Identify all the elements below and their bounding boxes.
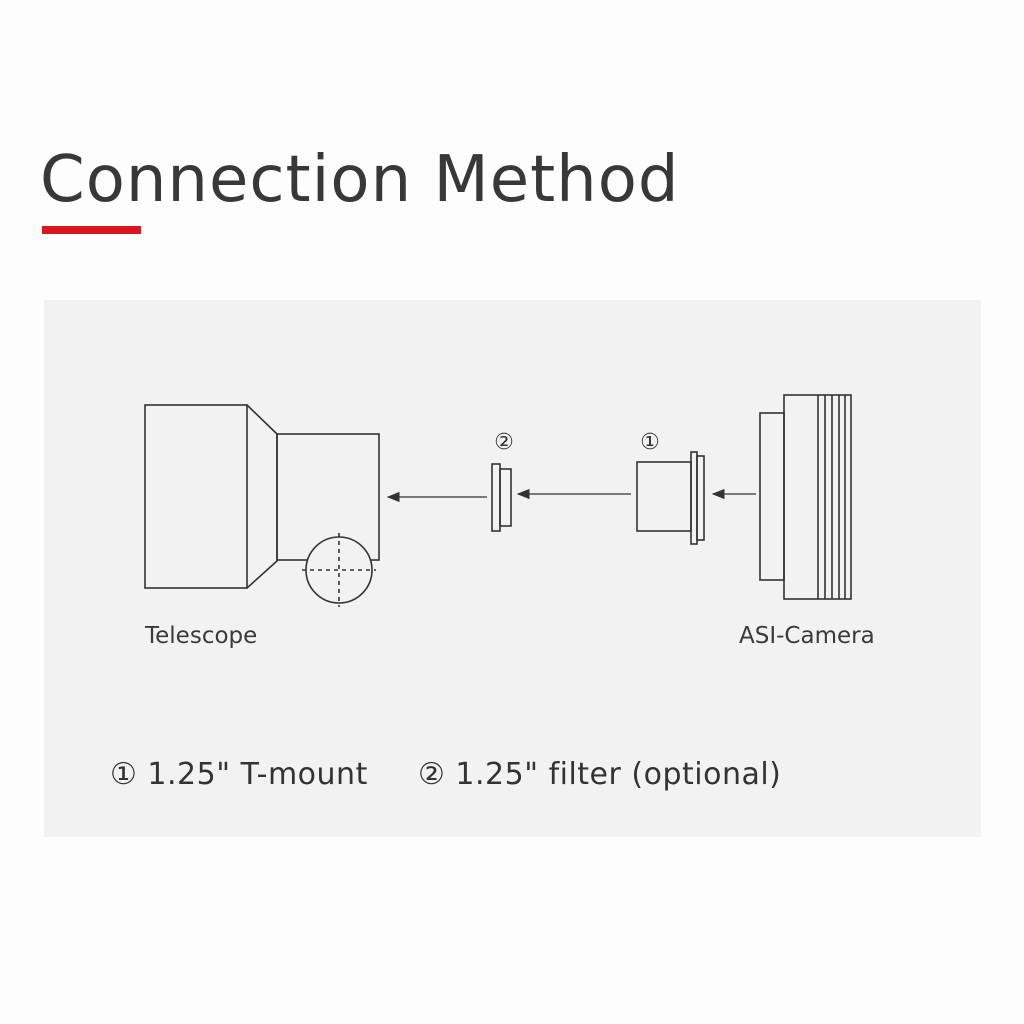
- telescope-label: Telescope: [145, 623, 258, 649]
- camera-label: ASI-Camera: [739, 623, 875, 649]
- legend-filter: ② 1.25" filter (optional): [418, 757, 782, 792]
- telescope-main-tube: [144, 404, 248, 589]
- filter-marker: ②: [494, 430, 514, 455]
- legend-tmount: ① 1.25" T-mount: [110, 757, 368, 792]
- telescope-focus-knob: [302, 533, 376, 607]
- camera-drawing: [759, 394, 852, 600]
- filter-drawing: [491, 463, 512, 532]
- camera-front-flange: [759, 412, 785, 581]
- telescope-drawing: [144, 404, 380, 607]
- page-title: Connection Method: [40, 143, 680, 217]
- title-underline: [42, 226, 141, 234]
- tmount-drawing: [636, 451, 705, 545]
- telescope-focuser-cone: [246, 404, 278, 589]
- tmount-marker: ①: [640, 430, 660, 455]
